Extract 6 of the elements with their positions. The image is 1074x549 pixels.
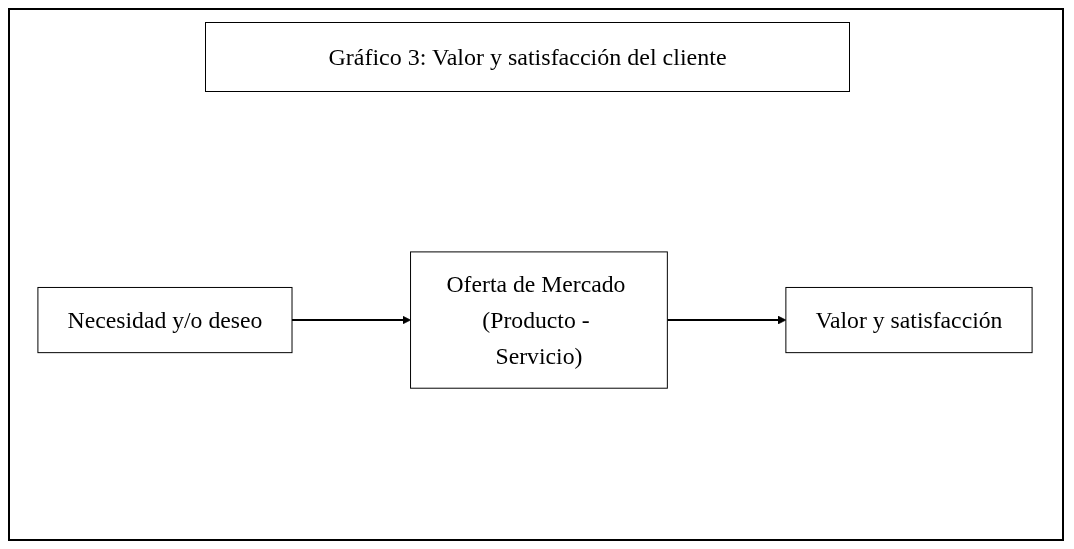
- arrow: [291, 315, 411, 325]
- arrow: [666, 315, 787, 325]
- title: Gráfico 3: Valor y satisfacción del cliente: [328, 43, 727, 71]
- node-box: Necesidad y/o deseo: [37, 286, 293, 354]
- node-box: Valor y satisfacción: [785, 286, 1033, 354]
- node-box: Oferta de Mercado (Producto - Servicio): [410, 251, 668, 389]
